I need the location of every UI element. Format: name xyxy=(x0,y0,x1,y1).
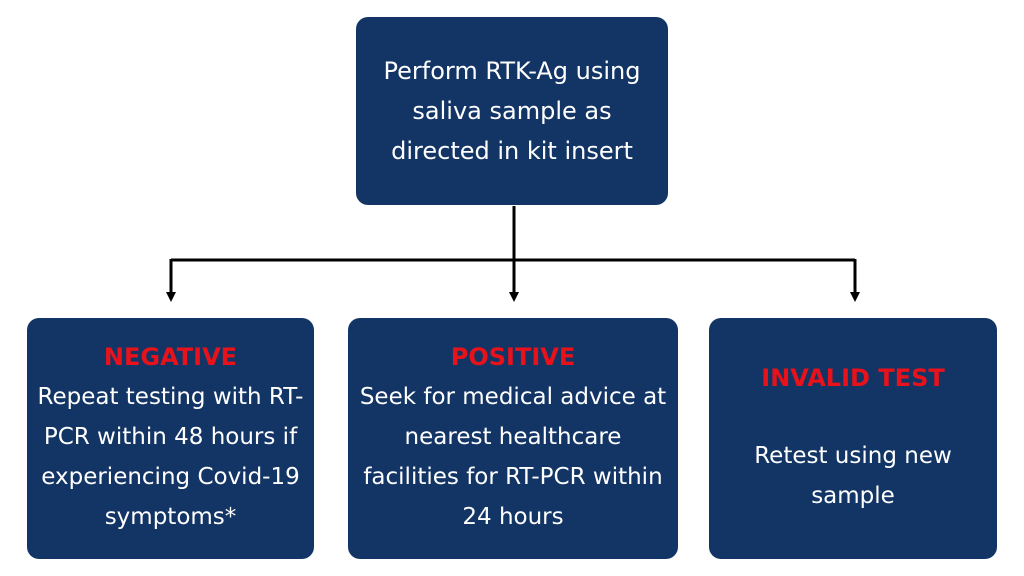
positive-text: Seek for medical advice at nearest healt… xyxy=(359,383,667,530)
negative-heading: NEGATIVE xyxy=(103,342,238,371)
positive-heading: POSITIVE xyxy=(450,342,576,371)
positive-outcome-box: POSITIVE Seek for medical advice at near… xyxy=(348,318,678,559)
invalid-text: Retest using new sample xyxy=(754,442,952,509)
invalid-outcome-box: INVALID TEST Retest using new sample xyxy=(709,318,997,559)
start-step-box: Perform RTK-Ag using saliva sample as di… xyxy=(356,17,668,205)
start-step-text: Perform RTK-Ag using saliva sample as di… xyxy=(383,57,641,165)
negative-outcome-box: NEGATIVE Repeat testing with RT-PCR with… xyxy=(27,318,314,559)
negative-text: Repeat testing with RT-PCR within 48 hou… xyxy=(37,383,304,530)
invalid-heading: INVALID TEST xyxy=(761,363,945,392)
